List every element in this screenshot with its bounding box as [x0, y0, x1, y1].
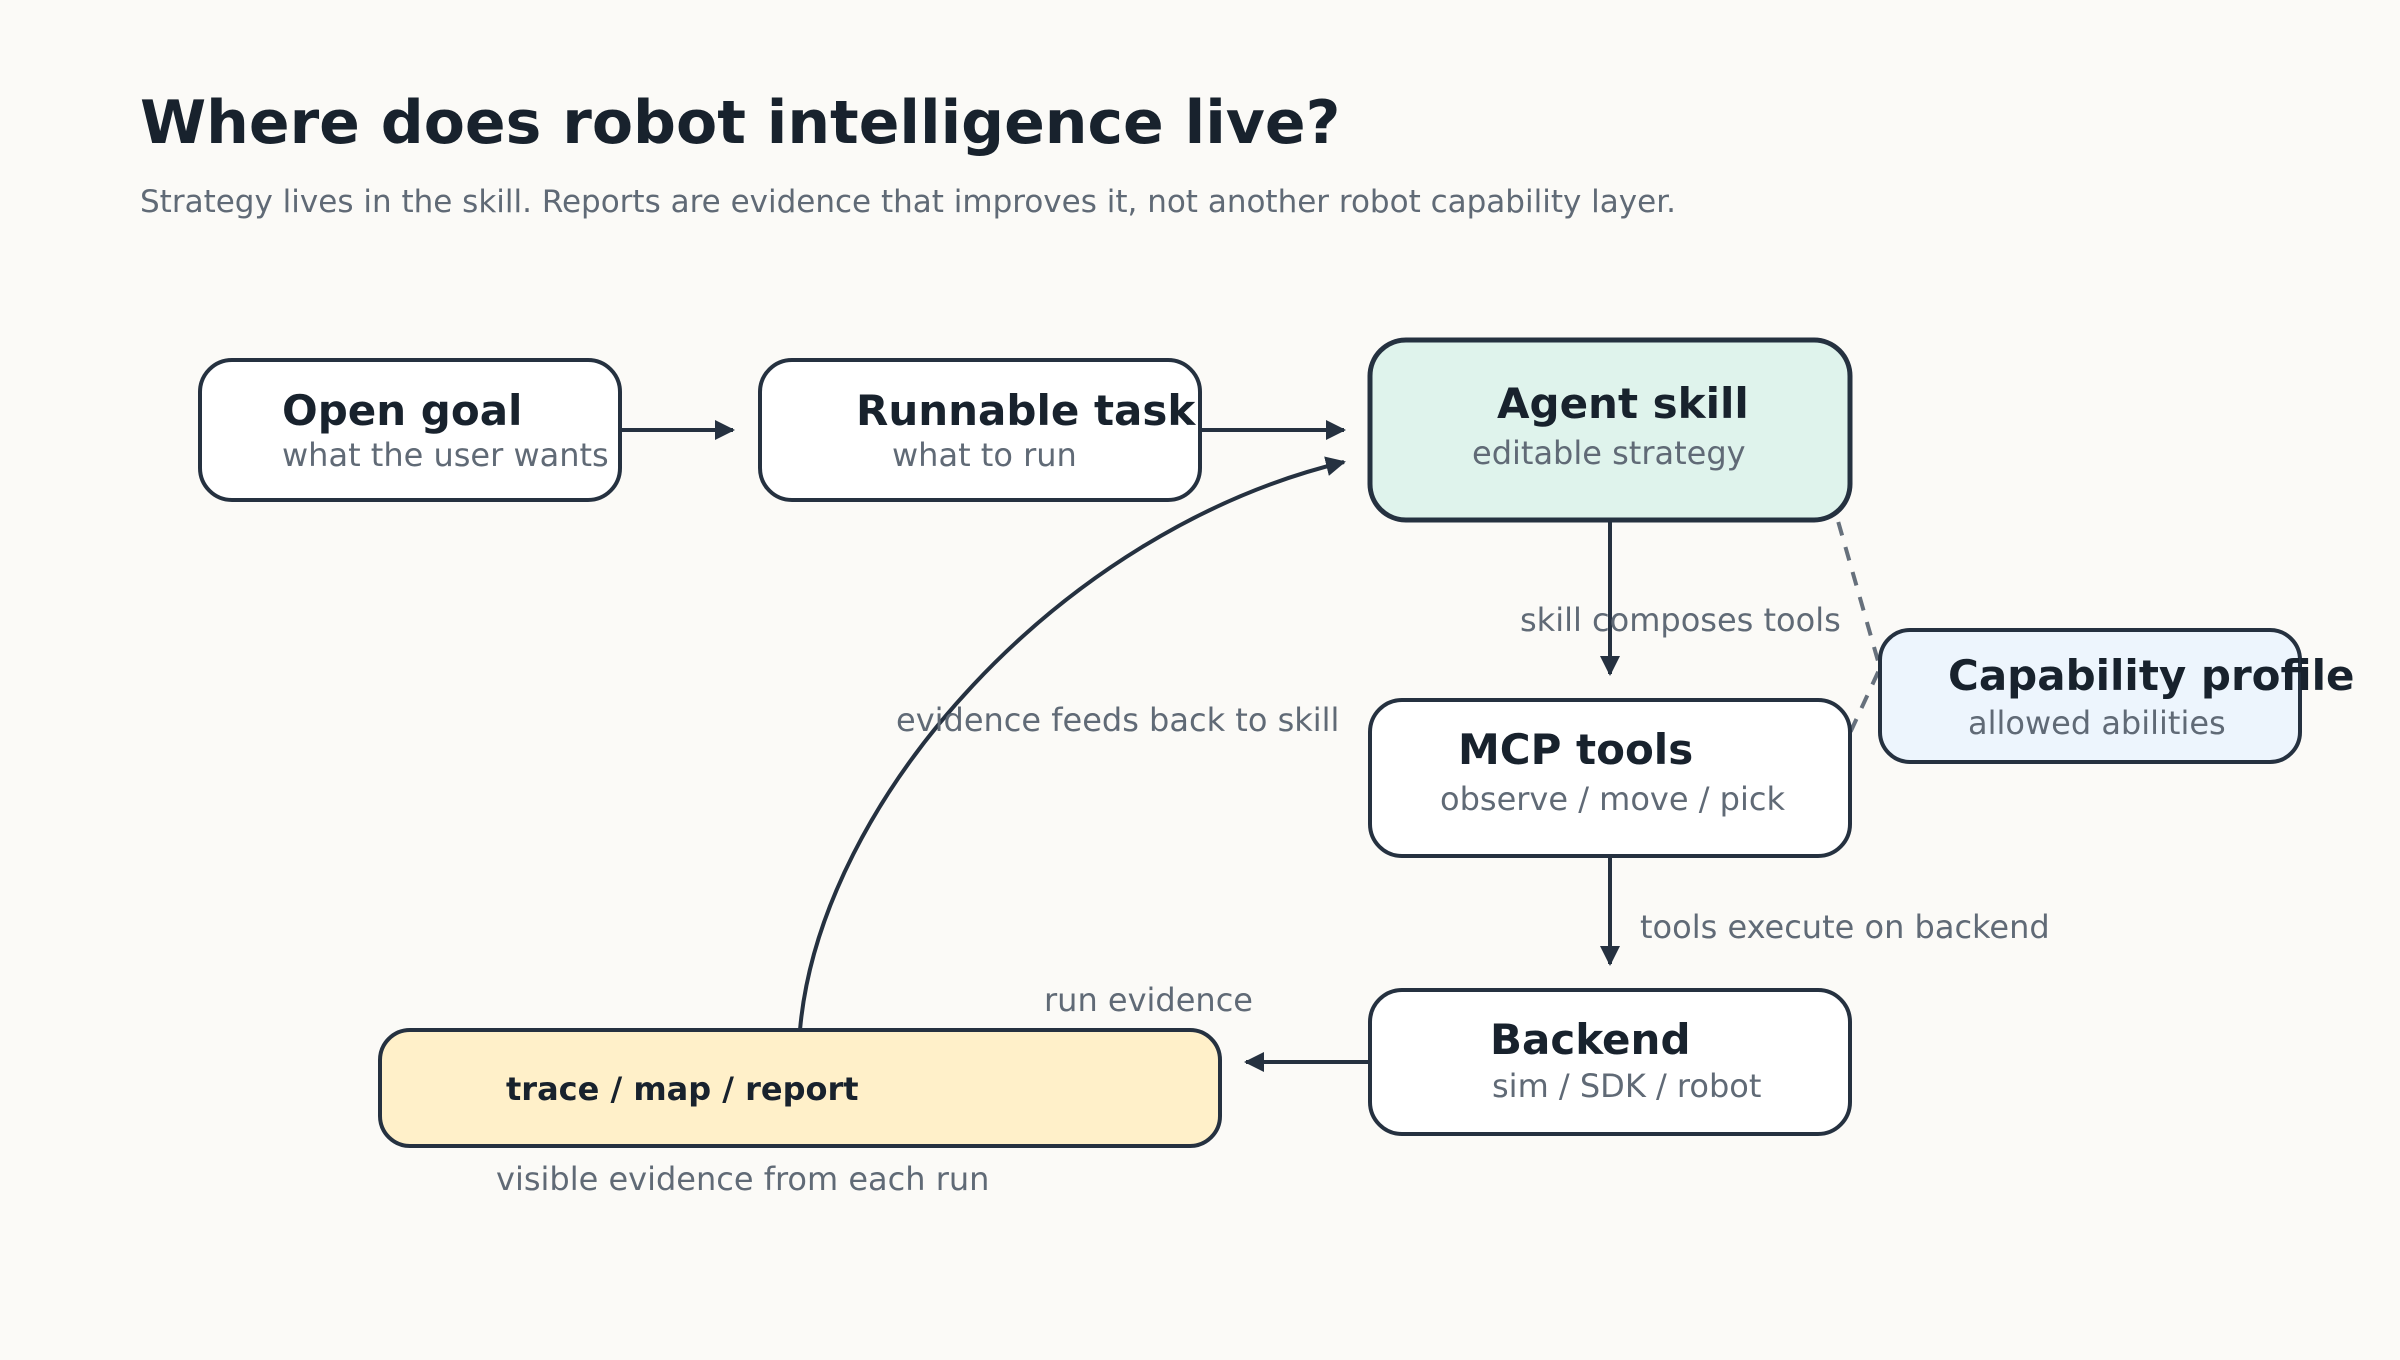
mcp-tools-subtitle: observe / move / pick — [1440, 780, 1785, 818]
capability-profile-title: Capability profile — [1948, 651, 2355, 700]
backend-box — [1368, 988, 1852, 1136]
node-agent-skill: Agent skill editable strategy — [1367, 337, 1853, 523]
capability-profile-box — [1878, 628, 2302, 764]
node-capability-profile: Capability profile allowed abilities — [1878, 628, 2355, 764]
open-goal-title: Open goal — [282, 386, 522, 435]
node-runnable-task: Runnable task what to run — [758, 358, 1202, 502]
node-evidence: trace / map / report — [378, 1028, 1222, 1148]
backend-subtitle: sim / SDK / robot — [1492, 1067, 1761, 1105]
open-goal-box — [198, 358, 622, 502]
node-mcp-tools: MCP tools observe / move / pick — [1368, 698, 1852, 858]
page-subtitle: Strategy lives in the skill. Reports are… — [140, 184, 1676, 220]
evidence-caption: visible evidence from each run — [496, 1160, 989, 1198]
runnable-task-subtitle: what to run — [892, 436, 1077, 474]
agent-skill-box — [1367, 337, 1853, 523]
evidence-label: trace / map / report — [506, 1070, 859, 1108]
edge-label-feedback: evidence feeds back to skill — [896, 701, 1339, 739]
mcp-tools-box — [1368, 698, 1852, 858]
edge-label-skill-composes-tools: skill composes tools — [1520, 601, 1841, 639]
node-open-goal: Open goal what the user wants — [198, 358, 622, 502]
open-goal-subtitle: what the user wants — [282, 436, 609, 474]
backend-title: Backend — [1490, 1015, 1691, 1064]
edge-evidence-to-skill — [798, 456, 1346, 1031]
runnable-task-title: Runnable task — [856, 386, 1196, 435]
node-backend: Backend sim / SDK / robot — [1368, 988, 1852, 1136]
agent-skill-title: Agent skill — [1497, 379, 1749, 428]
edge-label-run-evidence: run evidence — [1044, 981, 1253, 1019]
runnable-task-box — [758, 358, 1202, 502]
edge-label-tools-execute: tools execute on backend — [1640, 908, 2050, 946]
page-title: Where does robot intelligence live? — [140, 88, 1340, 158]
mcp-tools-title: MCP tools — [1458, 725, 1693, 774]
evidence-box — [378, 1028, 1222, 1148]
agent-skill-subtitle: editable strategy — [1472, 434, 1746, 472]
capability-profile-subtitle: allowed abilities — [1968, 704, 2226, 742]
